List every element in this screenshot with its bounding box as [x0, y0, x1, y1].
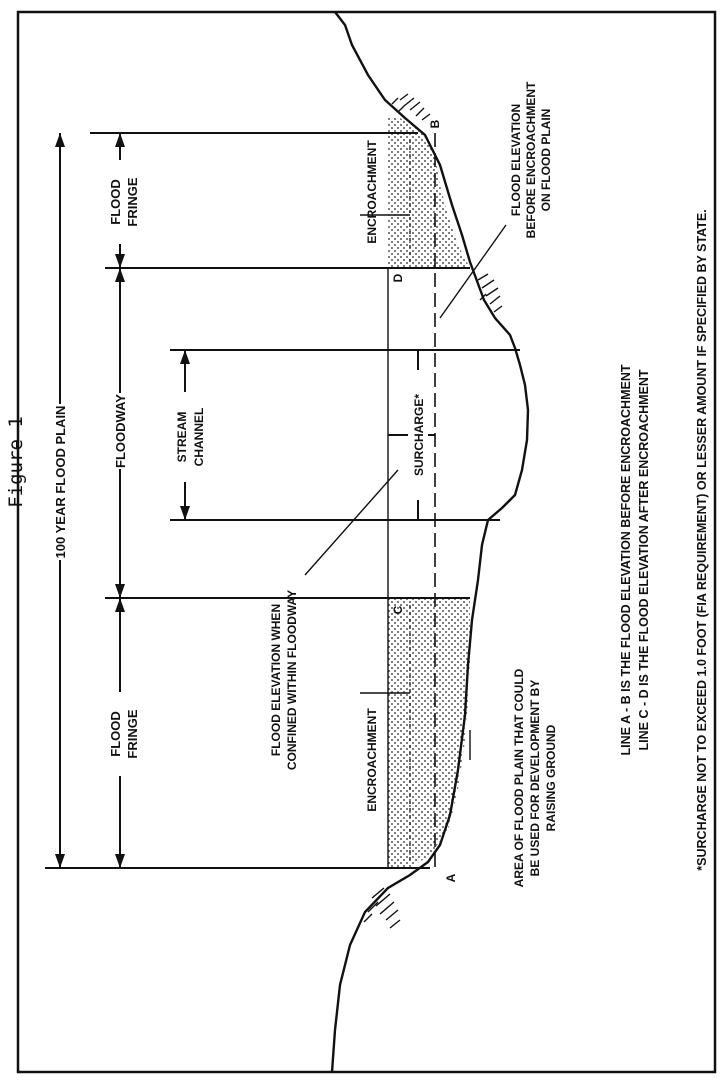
flood-elev-before-l1: FLOOD ELEVATION — [509, 104, 523, 216]
floodway-label: FLOODWAY — [113, 394, 128, 468]
flood-elev-before-l2: BEFORE ENCROACHMENT — [524, 81, 538, 238]
vegetation-hatch-mid — [477, 273, 503, 313]
flood-elev-confined-leader — [304, 469, 399, 576]
vegetation-hatch-top — [391, 93, 431, 121]
area-l2: BE USED FOR DEVELOPMENT BY — [528, 680, 542, 877]
point-a: A — [444, 873, 458, 882]
flood-fringe-left-l1: FLOOD — [108, 711, 123, 757]
note-line-ab: LINE A - B IS THE FLOOD ELEVATION BEFORE… — [619, 364, 633, 755]
ground-profile — [330, 11, 530, 1073]
note-line-cd: LINE C - D IS THE FLOOD ELEVATION AFTER … — [637, 369, 651, 750]
encroachment-area-left — [388, 598, 470, 868]
flood-plain-arrow-bottom — [55, 854, 65, 868]
flood-plain-arrow-top — [55, 133, 65, 147]
vegetation-hatch-bottom — [363, 887, 401, 929]
point-b: B — [428, 119, 442, 128]
encroachment-area-right — [388, 118, 470, 268]
encroachment-left-label: ENCROACHMENT — [365, 708, 379, 812]
stream-channel-l1: STREAM — [175, 412, 189, 463]
stream-channel-l2: CHANNEL — [192, 408, 206, 467]
page-border — [16, 10, 717, 1074]
flood-fringe-left-l2: FRINGE — [125, 709, 140, 758]
encroachment-right-label: ENCROACHMENT — [365, 140, 379, 244]
flood-plain-label: 100 YEAR FLOOD PLAIN — [53, 406, 68, 559]
flood-fringe-right-l1: FLOOD — [108, 179, 123, 225]
figure-title: Figure 1 — [5, 416, 27, 508]
note-surcharge: *SURCHARGE NOT TO EXCEED 1.0 FOOT (FIA R… — [695, 209, 709, 870]
area-l1: AREA OF FLOOD PLAIN THAT COULD — [512, 668, 526, 887]
area-l3: RAISING GROUND — [544, 724, 558, 831]
flood-fringe-right-l2: FRINGE — [125, 177, 140, 226]
flood-elev-confined-l2: CONFINED WITHIN FLOODWAY — [285, 590, 299, 770]
flood-elev-before-leader — [439, 224, 507, 319]
point-c: C — [391, 605, 405, 614]
surcharge-label: SURCHARGE* — [412, 394, 426, 476]
point-d: D — [391, 273, 405, 282]
flood-elev-before-l3: ON FLOOD PLAIN — [539, 109, 553, 212]
flood-elev-confined-l1: FLOOD ELEVATION WHEN — [269, 604, 283, 756]
